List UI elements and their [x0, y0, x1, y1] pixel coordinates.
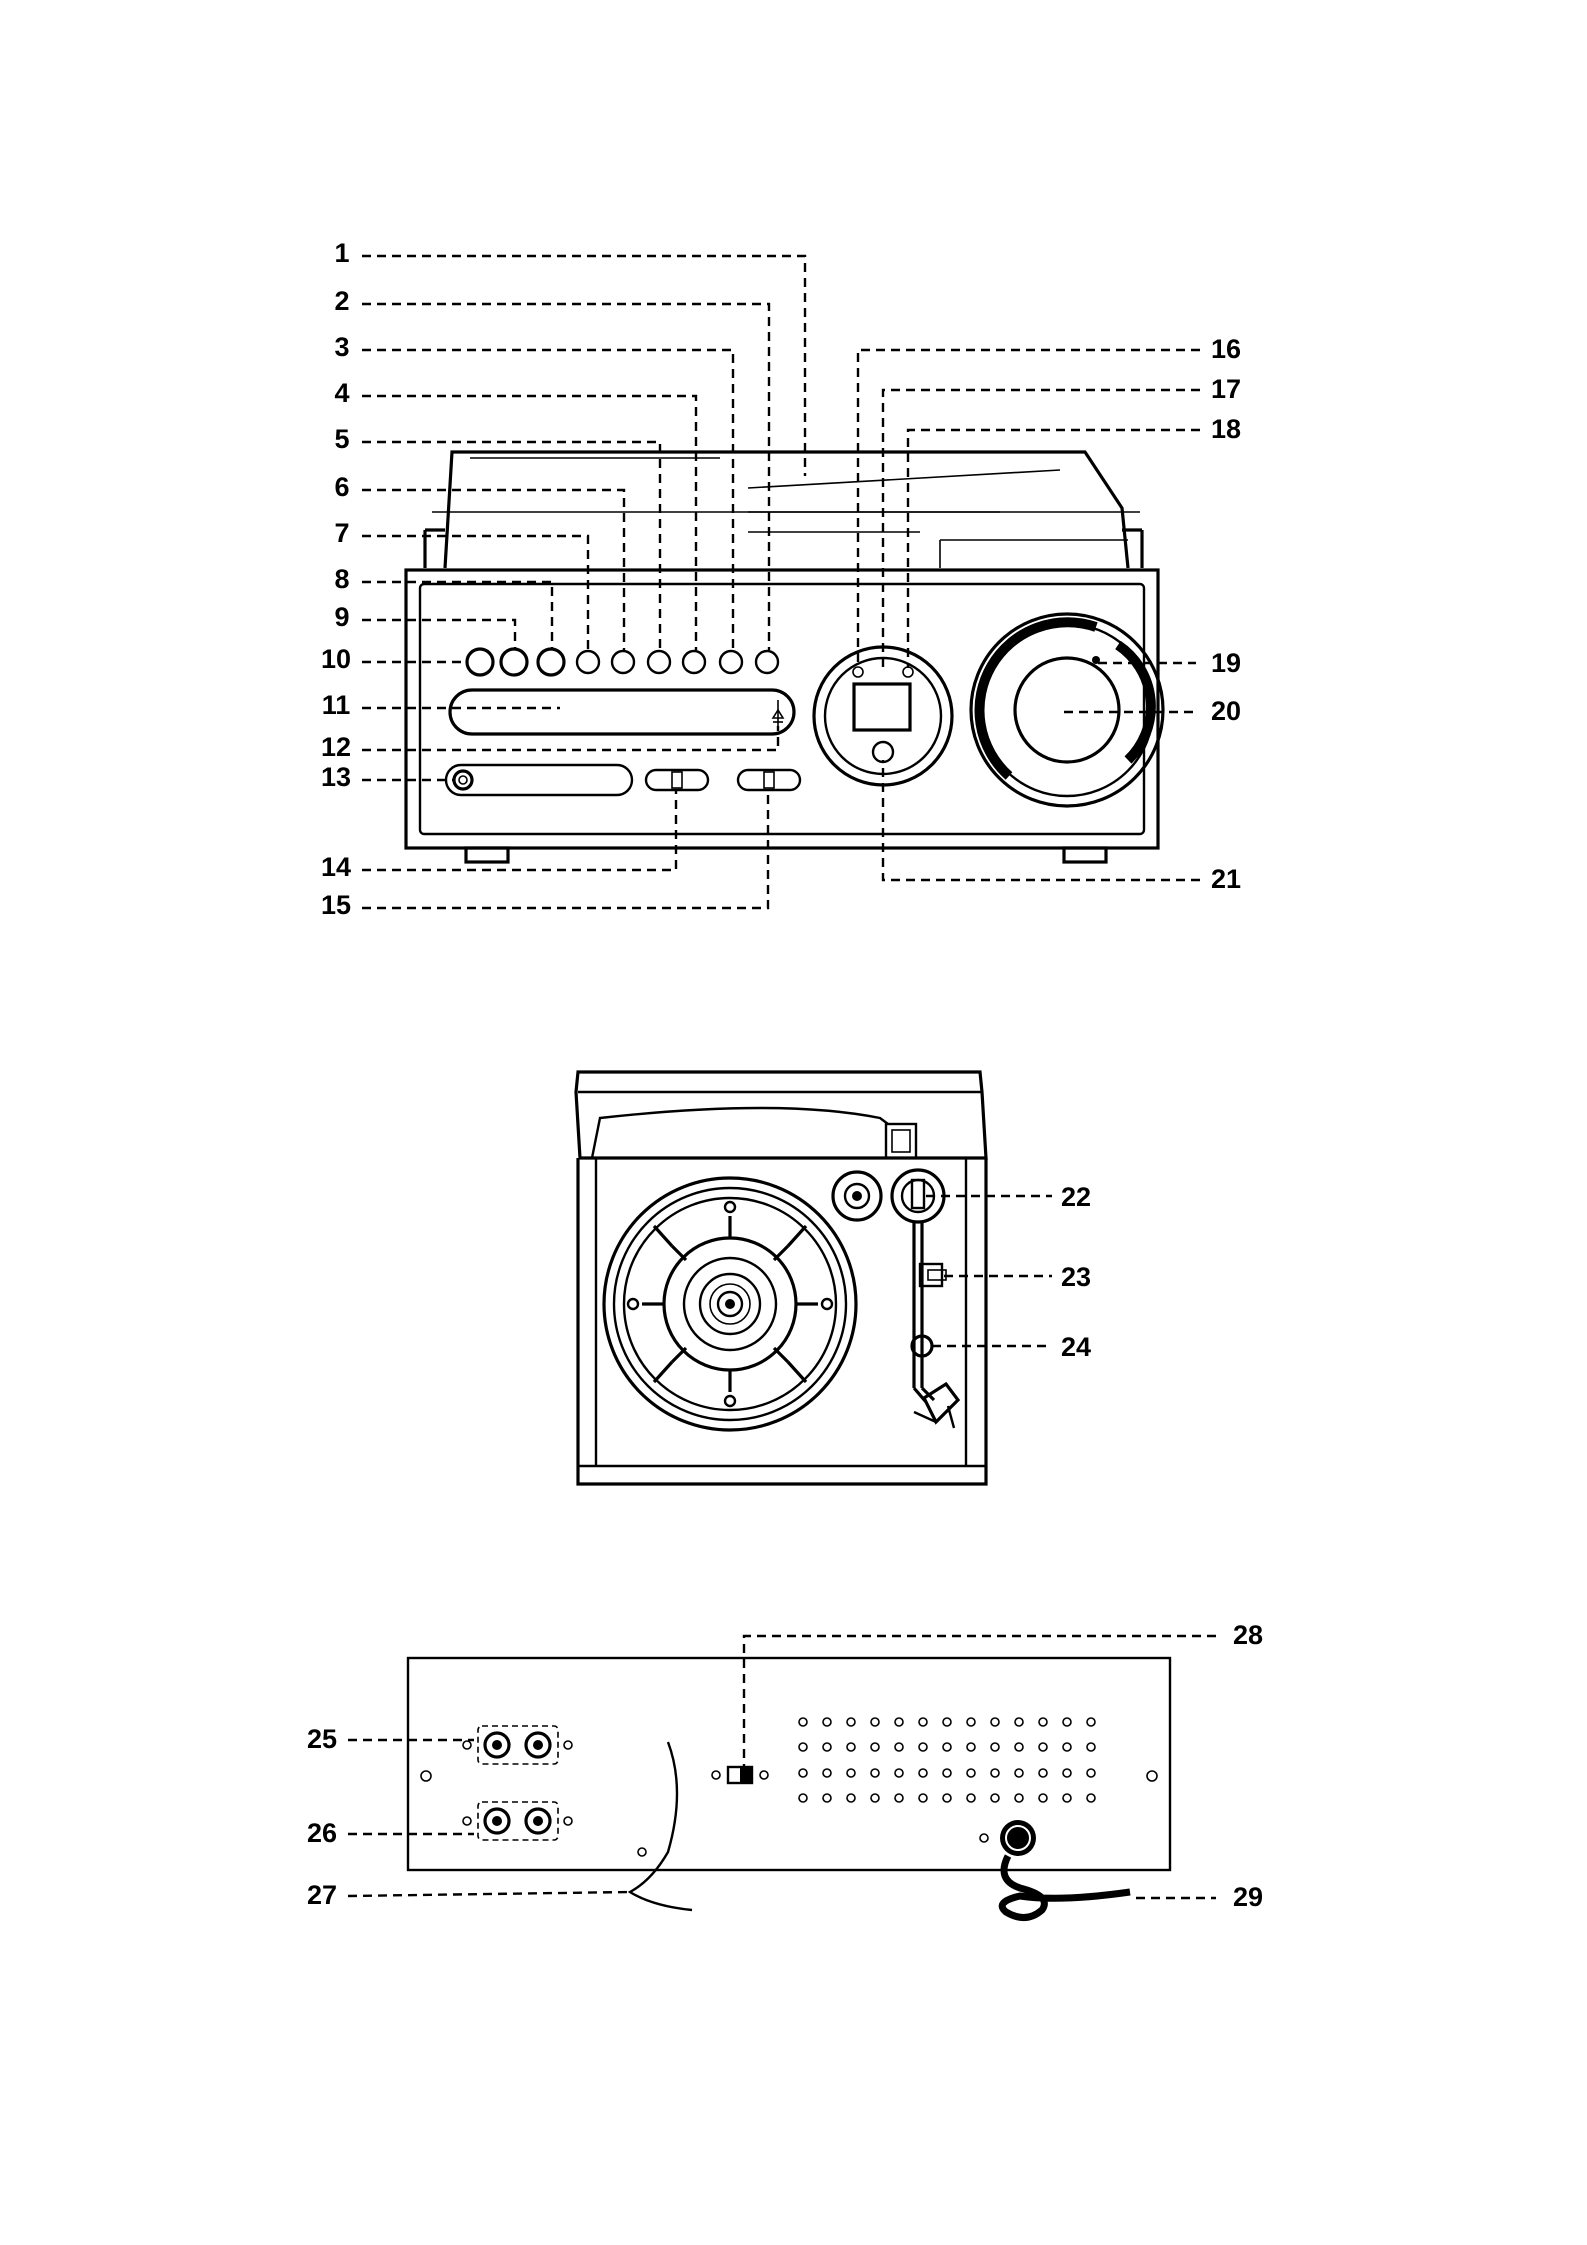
power-cord [980, 1820, 1130, 1918]
vent-row-2 [799, 1743, 1095, 1751]
callout-15: 15 [321, 890, 351, 920]
top-view: 22 23 24 [576, 1072, 1091, 1484]
top-callouts: 22 23 24 [1061, 1182, 1091, 1362]
callout-6: 6 [334, 472, 349, 502]
callout-2: 2 [334, 286, 349, 316]
vent-row-3 [799, 1769, 1095, 1777]
callout-16: 16 [1211, 334, 1241, 364]
rear-view: 25 26 27 28 29 [307, 1620, 1263, 1918]
callout-23: 23 [1061, 1262, 1091, 1292]
callout-18: 18 [1211, 414, 1241, 444]
rear-callouts: 25 26 27 28 29 [307, 1620, 1263, 1912]
front-buttons [467, 649, 778, 675]
callout-9: 9 [334, 602, 349, 632]
line-out-jacks [463, 1726, 572, 1764]
voltage-switch [712, 1767, 768, 1783]
vent-row-1 [799, 1718, 1095, 1726]
callout-25: 25 [307, 1724, 337, 1754]
front-leader-lines [362, 256, 1200, 908]
callout-28: 28 [1233, 1620, 1263, 1650]
adapter-knob [833, 1172, 881, 1220]
callout-29: 29 [1233, 1882, 1263, 1912]
callout-20: 20 [1211, 696, 1241, 726]
top-lid [576, 1072, 986, 1158]
callout-1: 1 [334, 238, 349, 268]
aux-in-jacks [463, 1802, 572, 1840]
speaker-grille [971, 614, 1163, 806]
callout-19: 19 [1211, 648, 1241, 678]
callout-24: 24 [1061, 1332, 1091, 1362]
callout-8: 8 [334, 564, 349, 594]
callout-12: 12 [321, 732, 351, 762]
callout-11: 11 [322, 690, 351, 720]
display-module [814, 647, 952, 785]
vent-holes [799, 1718, 1095, 1802]
callout-26: 26 [307, 1818, 337, 1848]
callout-17: 17 [1211, 374, 1241, 404]
slide-switches [646, 770, 800, 790]
callout-13: 13 [321, 762, 351, 792]
cd-slot [450, 690, 794, 734]
turntable-lid [425, 452, 1142, 568]
fm-antenna-wire [630, 1742, 692, 1910]
callout-10: 10 [321, 644, 351, 674]
vent-row-4 [799, 1794, 1095, 1802]
callout-5: 5 [334, 424, 349, 454]
callout-3: 3 [334, 332, 349, 362]
callout-7: 7 [334, 518, 349, 548]
callout-22: 22 [1061, 1182, 1091, 1212]
top-leader-lines [926, 1196, 1052, 1346]
front-view: 1 2 3 4 5 6 7 8 9 10 11 12 13 14 15 16 1… [321, 238, 1241, 920]
callout-27: 27 [307, 1880, 337, 1910]
tonearm [892, 1170, 958, 1428]
callout-21: 21 [1211, 864, 1241, 894]
rear-leader-lines [348, 1636, 1216, 1898]
front-callouts: 1 2 3 4 5 6 7 8 9 10 11 12 13 14 15 16 1… [321, 238, 1241, 920]
callout-14: 14 [321, 852, 351, 882]
platter [604, 1178, 856, 1430]
callout-4: 4 [334, 378, 349, 408]
cassette-slot [446, 765, 632, 795]
